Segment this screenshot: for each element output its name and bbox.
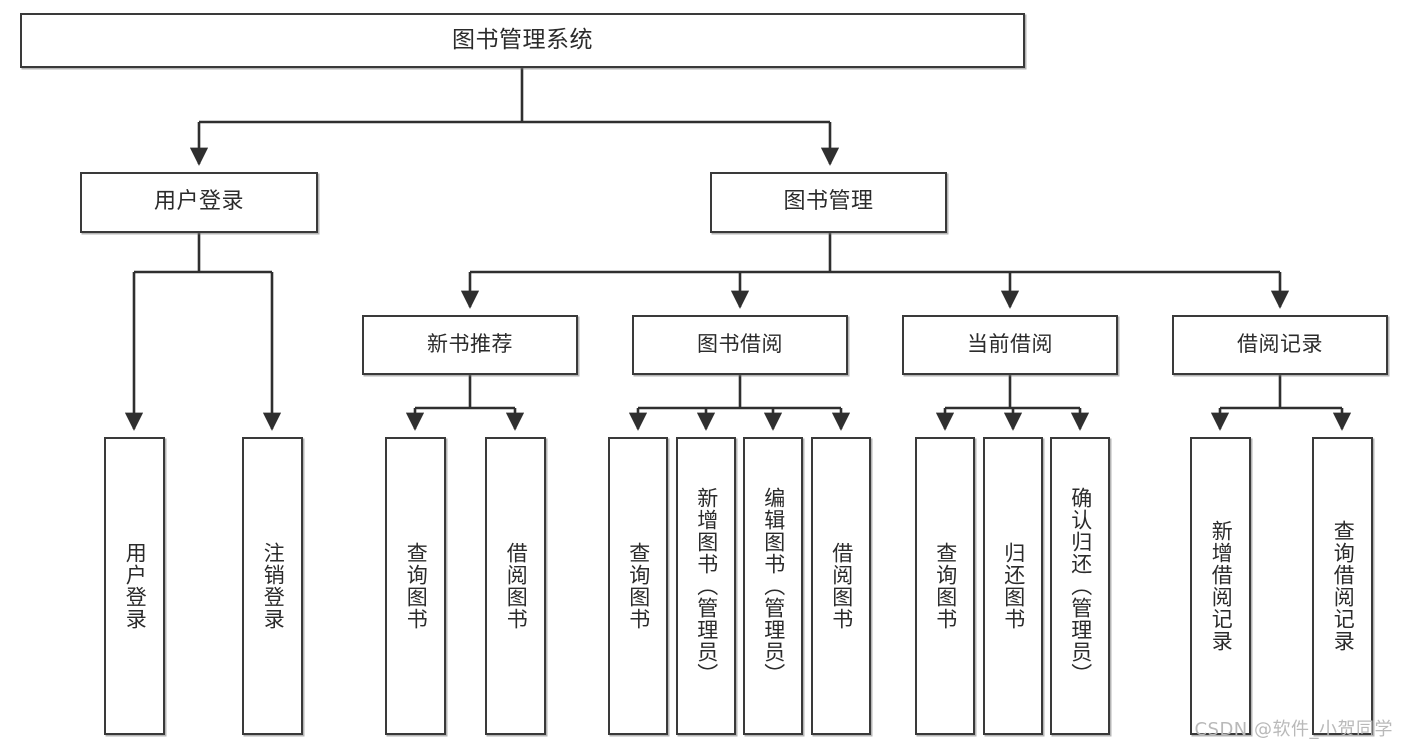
node-leaf-borrow-book-rec-label: 借阅图书 [504,542,529,630]
node-leaf-query-book-cur[interactable]: 查询图书 [915,437,975,735]
node-leaf-borrow-book-rec[interactable]: 借阅图书 [485,437,546,735]
node-leaf-query-book-borrow-label: 查询图书 [626,542,651,630]
node-leaf-user-login-label: 用户登录 [123,542,148,630]
node-leaf-query-record-label: 查询借阅记录 [1331,520,1356,652]
node-leaf-return-book-label: 归还图书 [1001,542,1026,630]
node-leaf-edit-book[interactable]: 编辑图书（管理员） [743,437,803,735]
node-borrow-record-label: 借阅记录 [1237,332,1323,357]
node-leaf-query-book-borrow[interactable]: 查询图书 [608,437,668,735]
node-book-borrow-label: 图书借阅 [697,332,783,357]
node-leaf-add-book[interactable]: 新增图书（管理员） [676,437,736,735]
node-leaf-confirm-return[interactable]: 确认归还（管理员） [1050,437,1110,735]
node-root-label: 图书管理系统 [452,26,593,53]
node-user-login[interactable]: 用户登录 [80,172,318,233]
node-leaf-logout-label: 注销登录 [261,542,286,630]
node-leaf-query-book-rec-label: 查询图书 [404,542,429,630]
node-book-borrow[interactable]: 图书借阅 [632,315,848,375]
node-leaf-add-record-label: 新增借阅记录 [1209,520,1234,652]
node-current-borrow[interactable]: 当前借阅 [902,315,1118,375]
node-leaf-add-record[interactable]: 新增借阅记录 [1190,437,1251,735]
node-root[interactable]: 图书管理系统 [20,13,1025,68]
node-leaf-borrow-book-label: 借阅图书 [829,542,854,630]
node-leaf-confirm-return-label: 确认归还（管理员） [1068,487,1093,685]
node-new-book-rec-label: 新书推荐 [427,332,513,357]
node-leaf-add-book-label: 新增图书（管理员） [694,487,719,685]
node-leaf-logout[interactable]: 注销登录 [242,437,303,735]
node-leaf-borrow-book[interactable]: 借阅图书 [811,437,871,735]
node-leaf-user-login[interactable]: 用户登录 [104,437,165,735]
node-current-borrow-label: 当前借阅 [967,332,1053,357]
node-borrow-record[interactable]: 借阅记录 [1172,315,1388,375]
node-leaf-query-record[interactable]: 查询借阅记录 [1312,437,1373,735]
node-new-book-rec[interactable]: 新书推荐 [362,315,578,375]
node-leaf-edit-book-label: 编辑图书（管理员） [761,487,786,685]
node-leaf-return-book[interactable]: 归还图书 [983,437,1043,735]
node-book-manage-label: 图书管理 [783,189,874,215]
node-leaf-query-book-cur-label: 查询图书 [933,542,958,630]
node-leaf-query-book-rec[interactable]: 查询图书 [385,437,446,735]
node-user-login-label: 用户登录 [153,189,244,215]
node-book-manage[interactable]: 图书管理 [710,172,947,233]
